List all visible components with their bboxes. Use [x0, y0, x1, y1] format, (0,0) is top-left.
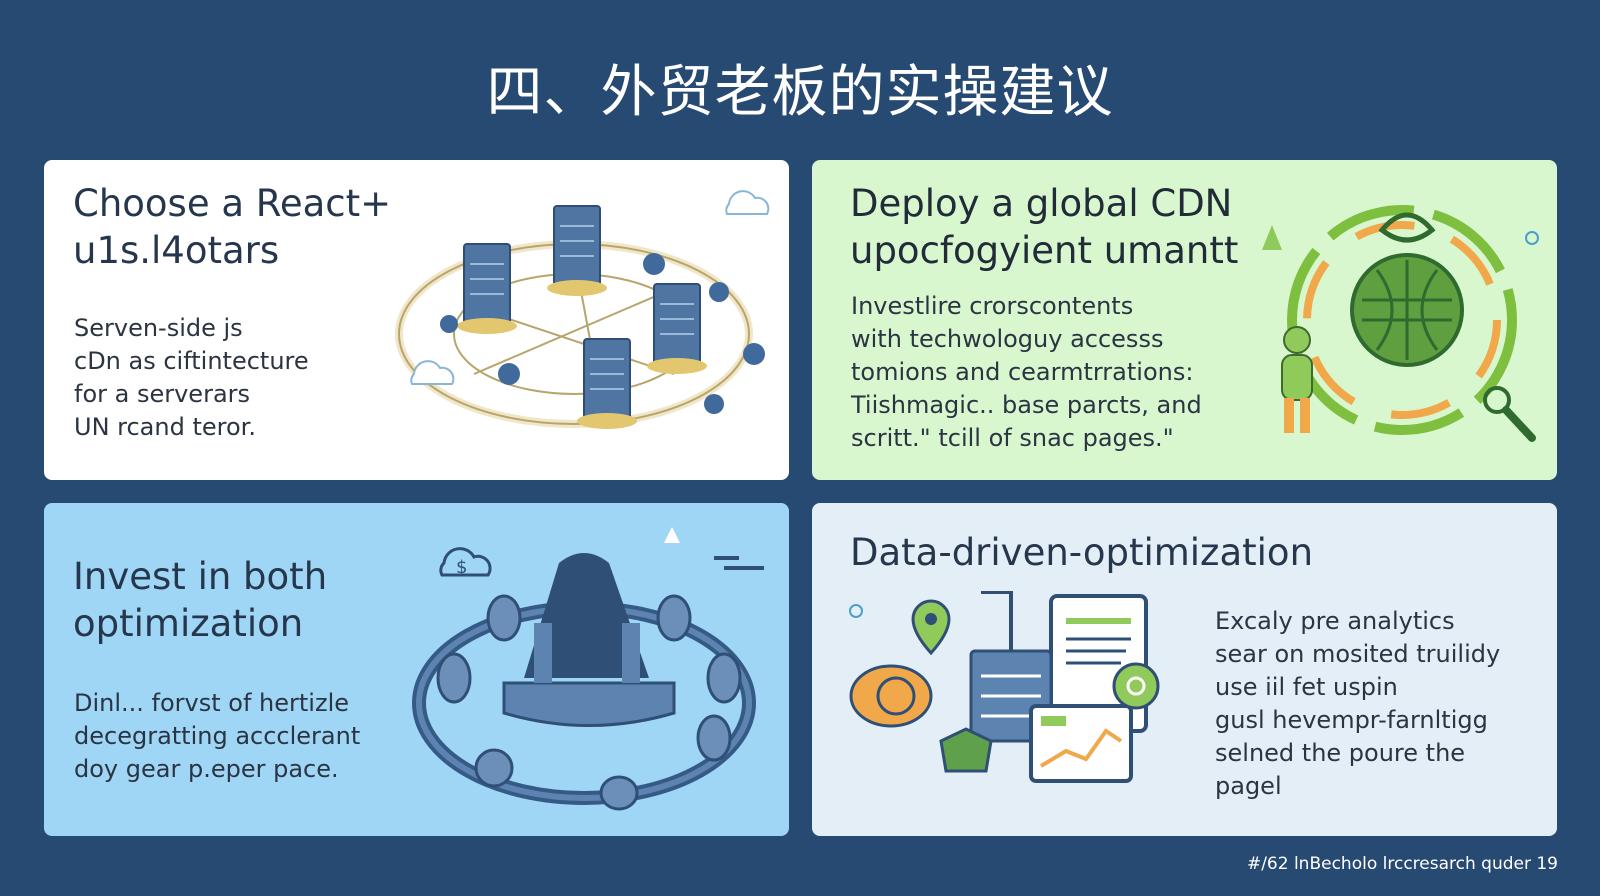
card-body-line: scritt." tcill of snac pages." [851, 424, 1174, 452]
card-body-line: with techwologuy accesss [851, 325, 1164, 353]
card-heading: Deploy a global CDN upocfogyient umantt [850, 180, 1238, 274]
card-body-line: UN rcand teror. [74, 413, 256, 441]
card-body-line: pagel [1215, 772, 1282, 800]
card-react-ssr: Choose a React+ u1s.l4otars Serven-side … [44, 160, 789, 480]
server-network-icon [395, 190, 770, 429]
optimization-ring-icon: $ [412, 527, 764, 811]
card-body-line: decegratting accclerant [74, 722, 361, 750]
card-invest-optimization: Invest in both optimization Dinl... forv… [44, 503, 789, 836]
card-body-line: use iil fet uspin [1215, 673, 1398, 701]
card-body-line: Dinl... forvst of hertizle [74, 689, 350, 717]
card-data-driven: Data-driven-optimization Excaly pre anal… [812, 503, 1557, 836]
card-body-line: gusl hevempr-farnltigg [1215, 706, 1488, 734]
analytics-dashboard-icon [849, 591, 1160, 783]
footer-note: #/62 lnBecholo lrccresarch quder 19 [1246, 854, 1558, 874]
card-body-line: sear on mosited truilidy [1215, 640, 1501, 668]
card-body-line: cDn as ciftintecture [74, 347, 309, 375]
card-body: Investlire crorscontents with techwologu… [851, 290, 1202, 455]
card-heading-line: optimization [73, 602, 304, 645]
card-body-line: tomions and cearmtrrations: [851, 358, 1194, 386]
card-heading-line: Invest in both [73, 555, 328, 598]
svg-text:$: $ [456, 557, 467, 578]
card-body-line: Investlire crorscontents [851, 292, 1134, 320]
globe-cdn-icon [1262, 205, 1539, 442]
card-heading-line: Data-driven-optimization [850, 531, 1314, 574]
card-body-line: Excaly pre analytics [1215, 607, 1455, 635]
card-heading: Invest in both optimization [73, 553, 327, 647]
card-heading-line: Deploy a global CDN [850, 182, 1233, 225]
card-heading-line: u1s.l4otars [73, 229, 280, 272]
card-heading-line: upocfogyient umantt [850, 229, 1239, 272]
card-body-line: selned the poure the [1215, 739, 1466, 767]
card-body-line: Serven-side js [74, 314, 243, 342]
card-body-line: Tiishmagic.. base parcts, and [851, 391, 1202, 419]
card-global-cdn: Deploy a global CDN upocfogyient umantt … [812, 160, 1557, 480]
card-heading: Data-driven-optimization [850, 529, 1313, 576]
slide-title: 四、外贸老板的实操建议 [486, 60, 1114, 125]
card-heading-line: Choose a React+ [73, 182, 392, 225]
card-heading: Choose a React+ u1s.l4otars [73, 180, 391, 274]
card-body: Excaly pre analytics sear on mosited tru… [1215, 605, 1500, 803]
card-body-line: doy gear p.eper pace. [74, 755, 339, 783]
card-body-line: for a serverars [74, 380, 251, 408]
card-body: Serven-side js cDn as ciftintecture for … [74, 312, 309, 444]
card-body: Dinl... forvst of hertizle decegratting … [74, 687, 360, 786]
